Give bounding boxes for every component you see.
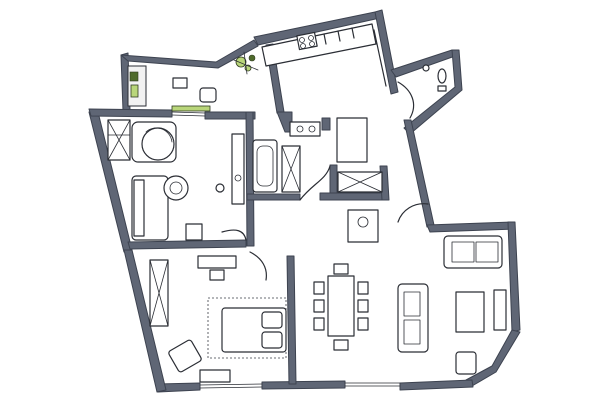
- pillow: [261, 311, 283, 329]
- chair: [313, 281, 325, 295]
- cabinet: [336, 117, 368, 163]
- dining: [313, 263, 369, 351]
- sofa-icon: [443, 235, 503, 269]
- plant-icon: [129, 71, 139, 82]
- plant-icon: [235, 56, 247, 68]
- balcony: [127, 51, 259, 112]
- lamp-icon: [215, 183, 225, 193]
- plant-icon: [171, 105, 211, 112]
- round-table: [163, 175, 189, 201]
- door-swing: [299, 165, 331, 201]
- table-icon: [327, 275, 355, 337]
- chair: [333, 339, 349, 351]
- door-swing: [249, 251, 267, 281]
- sink-counter: [289, 121, 321, 137]
- small-table: [199, 87, 217, 103]
- kitchen-counter: [261, 23, 377, 67]
- bathtub-icon: [252, 139, 278, 193]
- chair: [313, 317, 325, 331]
- chair: [357, 317, 369, 331]
- chair: [357, 299, 369, 313]
- bench: [199, 369, 231, 383]
- door-swing: [221, 229, 247, 241]
- stove-icon: [296, 31, 318, 51]
- bathroom: [252, 121, 331, 201]
- coffee-table: [455, 291, 485, 333]
- sofa-icon: [397, 283, 429, 353]
- lounge-chair: [172, 77, 188, 89]
- toilet-icon: [437, 68, 447, 84]
- bedroom-top: [107, 119, 247, 241]
- chair: [185, 223, 203, 241]
- tv-stand: [493, 289, 507, 331]
- stove-icon: [347, 209, 379, 243]
- desk: [231, 133, 245, 205]
- pillow: [133, 179, 145, 237]
- bedroom-bottom: [149, 251, 287, 383]
- walls: [88, 9, 521, 393]
- armchair: [455, 351, 477, 375]
- pillow: [261, 331, 283, 349]
- chair: [209, 269, 225, 281]
- armchair: [168, 339, 202, 373]
- toilet-tank: [437, 85, 447, 92]
- sink-icon: [422, 64, 430, 72]
- living-room: [397, 235, 507, 375]
- round-rug: [141, 127, 175, 161]
- chair: [313, 299, 325, 313]
- chair: [357, 281, 369, 295]
- wc: [397, 64, 447, 119]
- door-swing: [397, 81, 415, 119]
- counter-edge: [373, 29, 387, 87]
- windows: [171, 111, 401, 389]
- chair: [333, 263, 349, 275]
- kitchen: [261, 23, 387, 87]
- storage: [336, 117, 429, 243]
- door-swing: [397, 203, 429, 223]
- plant-icon: [130, 84, 139, 98]
- desk: [197, 255, 237, 269]
- plant-icon: [248, 54, 256, 62]
